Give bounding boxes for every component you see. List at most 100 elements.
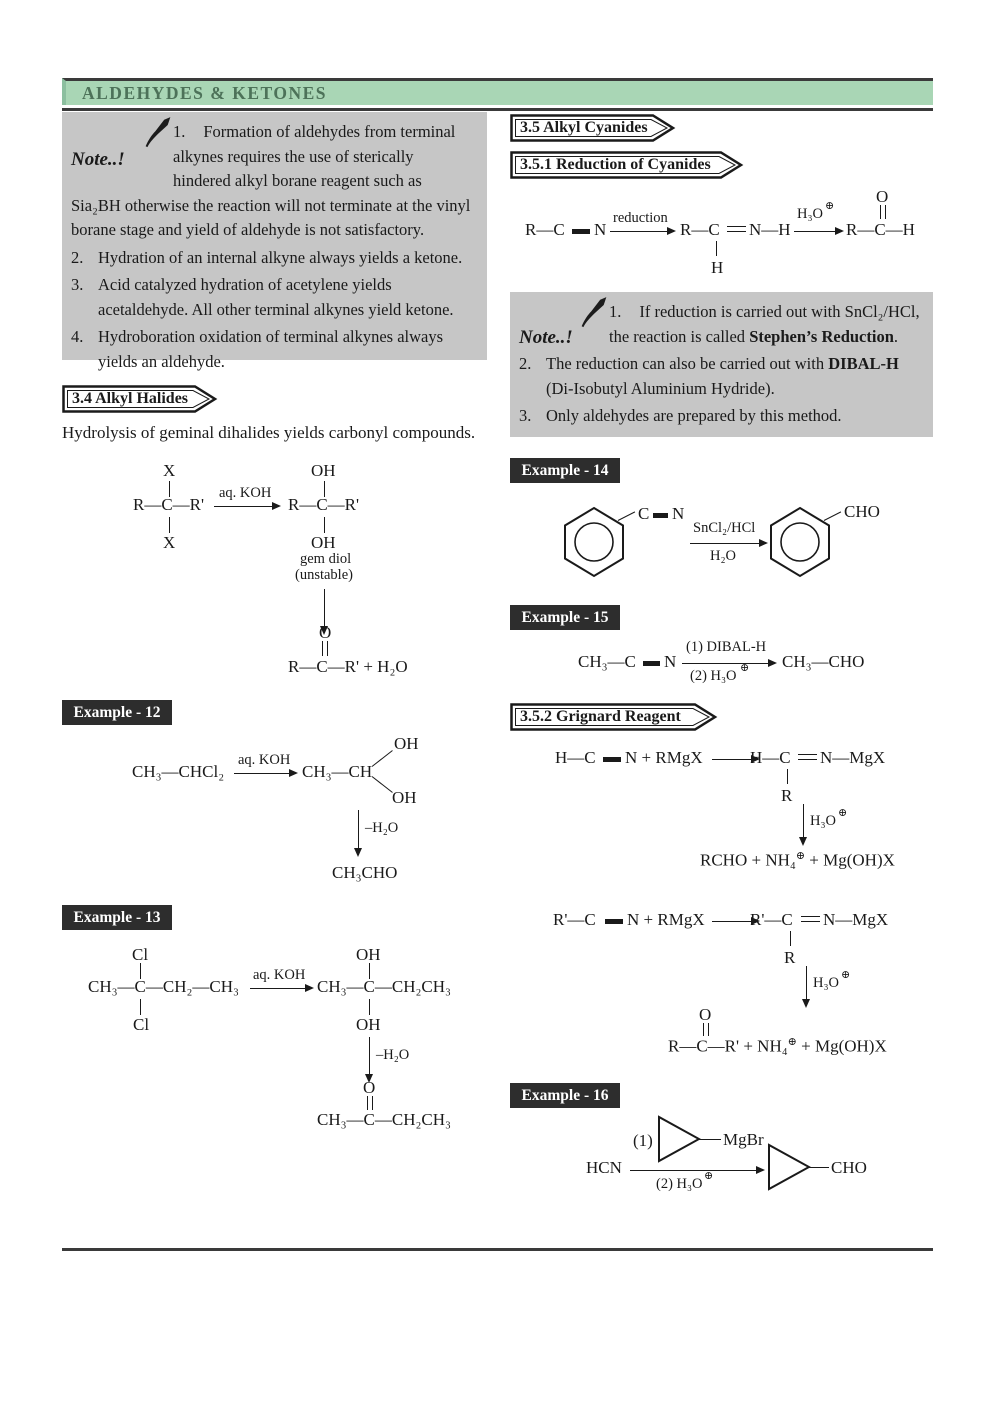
loss-label: –H₂O bbox=[376, 1047, 410, 1063]
step-1-label: (1) bbox=[633, 1131, 653, 1150]
note2-item-1: 1.If reduction is carried out with SnCl₂… bbox=[519, 300, 921, 349]
cyclopropane-ring bbox=[658, 1115, 701, 1163]
reactant: CH₃—C—CH₂—CH₃ bbox=[88, 977, 239, 996]
intermediate: CH₃—CH bbox=[302, 762, 373, 781]
item-text: Only aldehydes are prepared by this meth… bbox=[546, 406, 842, 425]
condition: H₂O bbox=[710, 548, 736, 564]
product-text: + Mg(OH)X bbox=[805, 850, 895, 870]
hydrolysis-sentence: Hydrolysis of geminal dihalides yields c… bbox=[62, 423, 476, 442]
oh-bottom: OH bbox=[356, 1015, 381, 1034]
atom-x-bottom: X bbox=[163, 533, 176, 552]
oplus: ⊕ bbox=[841, 969, 851, 981]
note1-item-2: 2. Hydration of an internal alkyne always… bbox=[71, 246, 475, 271]
item-bold: Stephen’s Reduction bbox=[749, 326, 894, 346]
banner-arrow-shape bbox=[510, 151, 744, 179]
product-text: + Mg(OH)X bbox=[796, 1036, 887, 1056]
oplus: ⊕ bbox=[795, 850, 806, 862]
product: R—C—R' + NH₄⊕ + Mg(OH)X bbox=[668, 1036, 887, 1056]
condition: aq. KOH bbox=[238, 752, 291, 768]
down-arrow bbox=[799, 804, 807, 846]
item-text: The reduction can also be carried out wi… bbox=[546, 354, 829, 373]
item-num: 3. bbox=[71, 275, 84, 294]
condition: SnCl₂/HCl bbox=[693, 520, 756, 536]
banner-arrow-shape bbox=[510, 114, 676, 142]
example-banner: Example - 15 bbox=[510, 605, 620, 630]
note2-item-1-num: 1. bbox=[609, 302, 622, 321]
double-bond bbox=[798, 754, 817, 760]
bond bbox=[369, 999, 370, 1015]
item-text: Hydration of an internal alkyne always y… bbox=[98, 247, 463, 267]
pen-icon bbox=[579, 296, 609, 338]
note1-item-1: 1.Formation of aldehydes from terminal a… bbox=[71, 120, 475, 243]
atom-h: H bbox=[711, 258, 724, 277]
condition: reduction bbox=[613, 210, 668, 226]
bond bbox=[369, 963, 370, 979]
bond bbox=[371, 750, 393, 767]
section-title-3-4: 3.4 Alkyl Halides bbox=[72, 390, 189, 407]
reaction-arrow bbox=[712, 917, 760, 925]
bond bbox=[324, 481, 325, 497]
note2-item-2: 2.The reduction can also be carried out … bbox=[519, 352, 921, 401]
note-head: Note..! bbox=[71, 117, 173, 172]
banner-arrow-shape bbox=[510, 703, 718, 731]
header-rule bbox=[62, 108, 933, 111]
loss-label: –H₂O bbox=[365, 820, 399, 836]
reaction-arrow bbox=[214, 502, 281, 510]
bottom-rule bbox=[62, 1248, 933, 1251]
bond bbox=[790, 931, 791, 946]
bond bbox=[809, 1167, 829, 1168]
product: RCHO + NH₄⊕ + Mg(OH)X bbox=[700, 850, 895, 870]
bond bbox=[716, 241, 717, 256]
oplus: ⊕ bbox=[838, 807, 848, 819]
caption: (unstable) bbox=[295, 567, 353, 583]
section-banner-3-5-1: 3.5.1 Reduction of Cyanides bbox=[510, 151, 744, 179]
double-bond bbox=[703, 1023, 709, 1036]
atom-x-top: X bbox=[163, 461, 176, 480]
reaction-arrow bbox=[712, 755, 760, 763]
item-num: 4. bbox=[71, 327, 84, 346]
example-banner: Example - 14 bbox=[510, 458, 620, 483]
double-bond bbox=[322, 641, 328, 656]
double-bond bbox=[727, 226, 746, 232]
example-banner: Example - 13 bbox=[62, 905, 172, 930]
note-label: Note..! bbox=[519, 326, 573, 348]
mgbr-group: MgBr bbox=[723, 1130, 764, 1149]
product: CH₃CHO bbox=[332, 863, 398, 882]
oplus: ⊕ bbox=[787, 1036, 797, 1048]
double-bond bbox=[880, 205, 886, 219]
atom-o: O bbox=[363, 1078, 376, 1097]
bond bbox=[169, 517, 170, 533]
condition: (1) DIBAL-H bbox=[686, 639, 767, 655]
example-banner: Example - 16 bbox=[510, 1083, 620, 1108]
item-num: 3. bbox=[519, 406, 532, 425]
note-box-1: Note..! 1.Formation of aldehydes from te… bbox=[62, 112, 487, 371]
item-text: The reduction can also be carried out wi… bbox=[546, 352, 921, 401]
imine: R—C bbox=[680, 220, 720, 239]
reactant: R—C bbox=[525, 220, 565, 239]
cl-top: Cl bbox=[132, 945, 149, 964]
reaction-arrow bbox=[682, 659, 777, 667]
oplus: ⊕ bbox=[704, 1170, 714, 1182]
atom-o: O bbox=[699, 1005, 712, 1024]
atom-o: O bbox=[319, 623, 332, 642]
item-bold: DIBAL-H bbox=[828, 354, 899, 373]
scheme-cyanide-reduction: R—C N reduction R—C N—H H H₃O ⊕ O R—C—H bbox=[510, 185, 933, 285]
item-num: 2. bbox=[71, 247, 84, 267]
section-banner-3-4: 3.4 Alkyl Halides bbox=[62, 385, 218, 413]
down-arrow bbox=[354, 810, 362, 857]
item-text: Acid catalyzed hydration of acetylene yi… bbox=[98, 275, 454, 319]
condition: aq. KOH bbox=[219, 485, 272, 501]
note1-item-1-text: Formation of aldehydes from terminal alk… bbox=[71, 122, 471, 239]
item-text: If reduction is carried out with SnCl₂/H… bbox=[609, 302, 920, 346]
condition: aq. KOH bbox=[253, 967, 306, 983]
atom-r: R bbox=[784, 948, 796, 967]
reagent: N + RMgX bbox=[627, 910, 705, 929]
adduct: H—C bbox=[750, 748, 791, 767]
reaction-arrow bbox=[630, 1166, 765, 1174]
banner-arrow-shape bbox=[62, 385, 218, 413]
condition: (2) H₃O bbox=[690, 668, 737, 684]
example-16: Example - 16 (1) MgBr HCN (2) H₃O ⊕ CHO bbox=[510, 1083, 933, 1210]
double-bond bbox=[801, 916, 820, 922]
reactant: CH₃—C bbox=[578, 652, 636, 671]
